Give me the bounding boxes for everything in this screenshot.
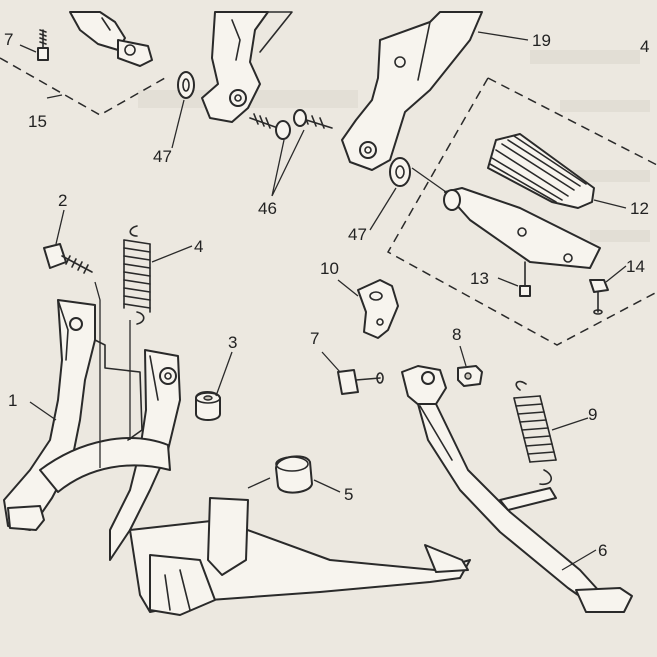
callout-47-right: 47 [348, 225, 367, 244]
callout-7-top: 7 [4, 30, 13, 49]
collar-3 [195, 391, 221, 421]
callout-46: 46 [258, 199, 277, 218]
bolts-46 [249, 109, 333, 140]
main-stand-1 [3, 299, 471, 616]
callout-13: 13 [470, 269, 489, 288]
callout-labels: 7 15 47 46 47 19 4 12 13 14 2 4 10 1 3 5… [4, 30, 649, 560]
callout-47-left: 47 [153, 147, 172, 166]
callout-1: 1 [8, 391, 17, 410]
rubber-stop-5 [275, 455, 313, 494]
washer-47-right [389, 157, 411, 187]
callout-12: 12 [630, 199, 649, 218]
nut-8 [457, 365, 483, 387]
bolt-2 [43, 243, 93, 274]
callout-19: 19 [532, 31, 551, 50]
bolt-7-top [37, 29, 49, 61]
frame-bracket-center [201, 11, 293, 123]
spring-9 [513, 380, 557, 486]
callout-8: 8 [452, 325, 461, 344]
callout-14: 14 [626, 257, 645, 276]
frame-bracket-right [341, 11, 483, 171]
plate-10 [357, 279, 399, 339]
bracket-assembly-top-left [69, 11, 153, 67]
bolt-7-lower [337, 369, 384, 395]
callout-4: 4 [194, 237, 203, 256]
callout-10: 10 [320, 259, 339, 278]
screw-13 [519, 261, 531, 297]
group-outline-footrest [386, 77, 657, 346]
callout-6: 6 [598, 541, 607, 560]
footrest-12 [443, 133, 601, 269]
group-outline-15 [0, 57, 166, 116]
callout-3: 3 [228, 333, 237, 352]
callout-4-edge: 4 [640, 37, 649, 56]
washer-47-left [177, 71, 195, 99]
side-stand-6 [401, 365, 633, 613]
callout-2: 2 [58, 191, 67, 210]
callout-15: 15 [28, 112, 47, 131]
callout-9: 9 [588, 405, 597, 424]
leader-lines [19, 31, 627, 571]
callout-7-lower: 7 [310, 329, 319, 348]
callout-5: 5 [344, 485, 353, 504]
spring-4 [123, 225, 151, 325]
pin-14 [589, 279, 609, 315]
